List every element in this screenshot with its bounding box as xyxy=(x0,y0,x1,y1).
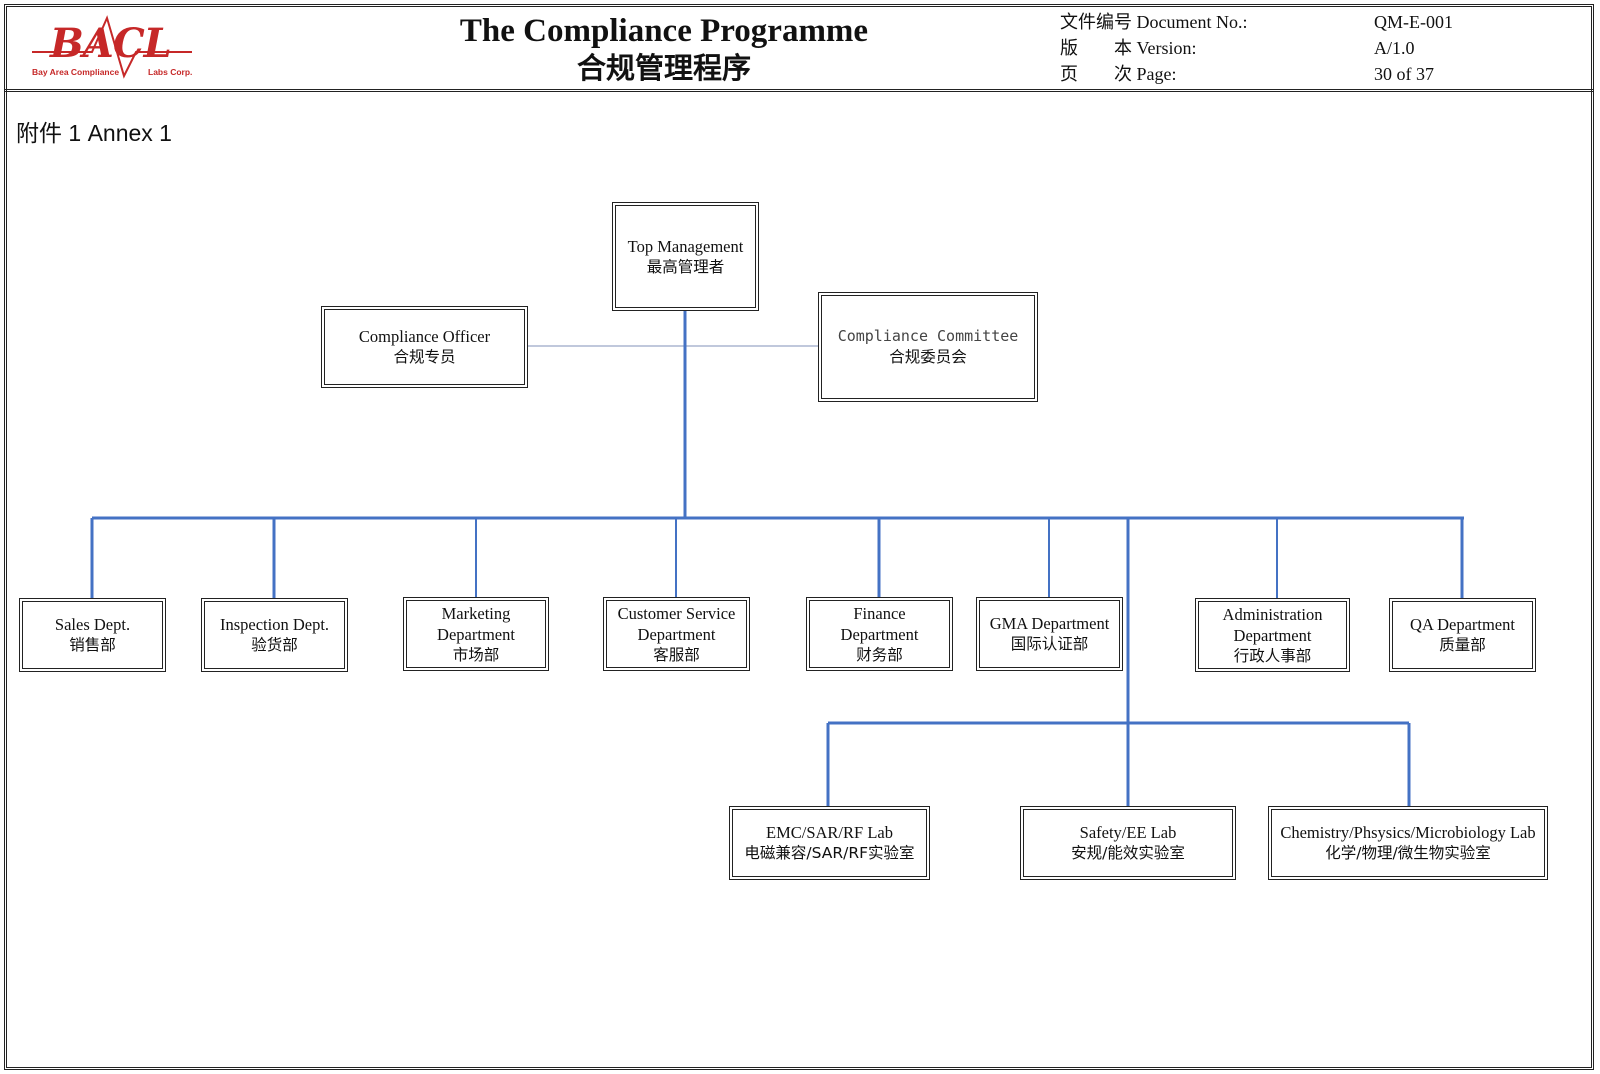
meta-document-no-value: QM-E-001 xyxy=(1374,12,1453,32)
document-title: The Compliance Programme xyxy=(459,13,869,49)
department-name-line: Finance xyxy=(853,603,906,623)
department-box-sales: Sales Dept. 销售部 xyxy=(19,598,166,672)
logo-zigzag-graphic xyxy=(32,15,192,79)
department-name-line: Sales Dept. xyxy=(54,615,131,634)
department-box-inspection: Inspection Dept. 验货部 xyxy=(201,598,348,672)
department-box-gma: GMA Department 国际认证部 xyxy=(976,597,1123,671)
logo-subtitle-right: Labs Corp. xyxy=(148,67,193,77)
department-name-line: Inspection Dept. xyxy=(219,615,330,634)
department-box-customer-service: Customer Service Department 客服部 xyxy=(603,597,750,671)
department-name-cn: 市场部 xyxy=(452,645,500,664)
department-name-line: Department xyxy=(1233,625,1312,645)
lab-name-en: Chemistry/Phsysics/Microbiology Lab xyxy=(1280,823,1536,842)
compliance-officer-cn: 合规专员 xyxy=(393,348,456,366)
document-title-cn: 合规管理程序 xyxy=(576,51,751,85)
department-box-administration: Administration Department 行政人事部 xyxy=(1195,598,1350,672)
department-name-line: Department xyxy=(840,624,919,644)
document-header: BACL Bay Area Compliance Labs Corp. The … xyxy=(4,4,1594,92)
department-name-cn: 质量部 xyxy=(1439,636,1486,654)
department-box-marketing: Marketing Department 市场部 xyxy=(403,597,549,671)
department-name-line: QA Department xyxy=(1410,615,1515,634)
department-name-cn: 财务部 xyxy=(856,645,903,664)
lab-name-cn: 化学/物理/微生物实验室 xyxy=(1325,844,1491,862)
department-name-line: Administration xyxy=(1222,604,1323,624)
lab-name-cn: 电磁兼容/SAR/RF实验室 xyxy=(744,844,915,862)
department-name-line: GMA Department xyxy=(989,614,1110,633)
meta-page-label: 页 次 Page: xyxy=(1060,64,1177,84)
lab-name-cn: 安规/能效实验室 xyxy=(1071,844,1185,862)
department-name-line: Department xyxy=(637,624,716,644)
lab-name-en: EMC/SAR/RF Lab xyxy=(766,823,893,842)
page-frame xyxy=(4,4,1594,1070)
logo-subtitle-left: Bay Area Compliance xyxy=(32,67,120,77)
department-name-line: Department xyxy=(437,624,515,644)
compliance-committee-cn: 合规委员会 xyxy=(889,348,967,366)
department-name-line: Marketing xyxy=(441,603,511,623)
top-management-en: Top Management xyxy=(627,236,744,256)
meta-version-value: A/1.0 xyxy=(1374,38,1415,58)
department-name-cn: 国际认证部 xyxy=(1010,635,1089,653)
department-name-cn: 销售部 xyxy=(69,636,116,654)
department-box-finance: Finance Department 财务部 xyxy=(806,597,953,671)
bacl-logo: BACL Bay Area Compliance Labs Corp. xyxy=(32,14,192,82)
lab-box-safety: Safety/EE Lab 安规/能效实验室 xyxy=(1020,806,1236,880)
compliance-committee-box: Compliance Committee 合规委员会 xyxy=(818,292,1038,402)
logo-text: BACL xyxy=(50,20,172,67)
lab-name-en: Safety/EE Lab xyxy=(1079,823,1177,842)
compliance-officer-en: Compliance Officer xyxy=(358,327,491,346)
top-management-cn: 最高管理者 xyxy=(646,257,725,276)
lab-box-emc: EMC/SAR/RF Lab 电磁兼容/SAR/RF实验室 xyxy=(729,806,930,880)
department-name-line: Customer Service xyxy=(617,603,736,623)
lab-box-chemistry: Chemistry/Phsysics/Microbiology Lab 化学/物… xyxy=(1268,806,1548,880)
meta-version-label: 版 本 Version: xyxy=(1060,38,1197,58)
annex-label: 附件 1 Annex 1 xyxy=(16,120,172,146)
meta-page-value: 30 of 37 xyxy=(1374,64,1434,84)
meta-document-no-label: 文件编号 Document No.: xyxy=(1060,12,1248,32)
compliance-committee-en: Compliance Committee xyxy=(837,327,1019,345)
department-name-cn: 客服部 xyxy=(653,645,700,664)
department-box-qa: QA Department 质量部 xyxy=(1389,598,1536,672)
compliance-officer-box: Compliance Officer 合规专员 xyxy=(321,306,528,388)
department-name-cn: 行政人事部 xyxy=(1233,646,1312,665)
top-management-box: Top Management 最高管理者 xyxy=(612,202,759,311)
department-name-cn: 验货部 xyxy=(251,636,298,654)
